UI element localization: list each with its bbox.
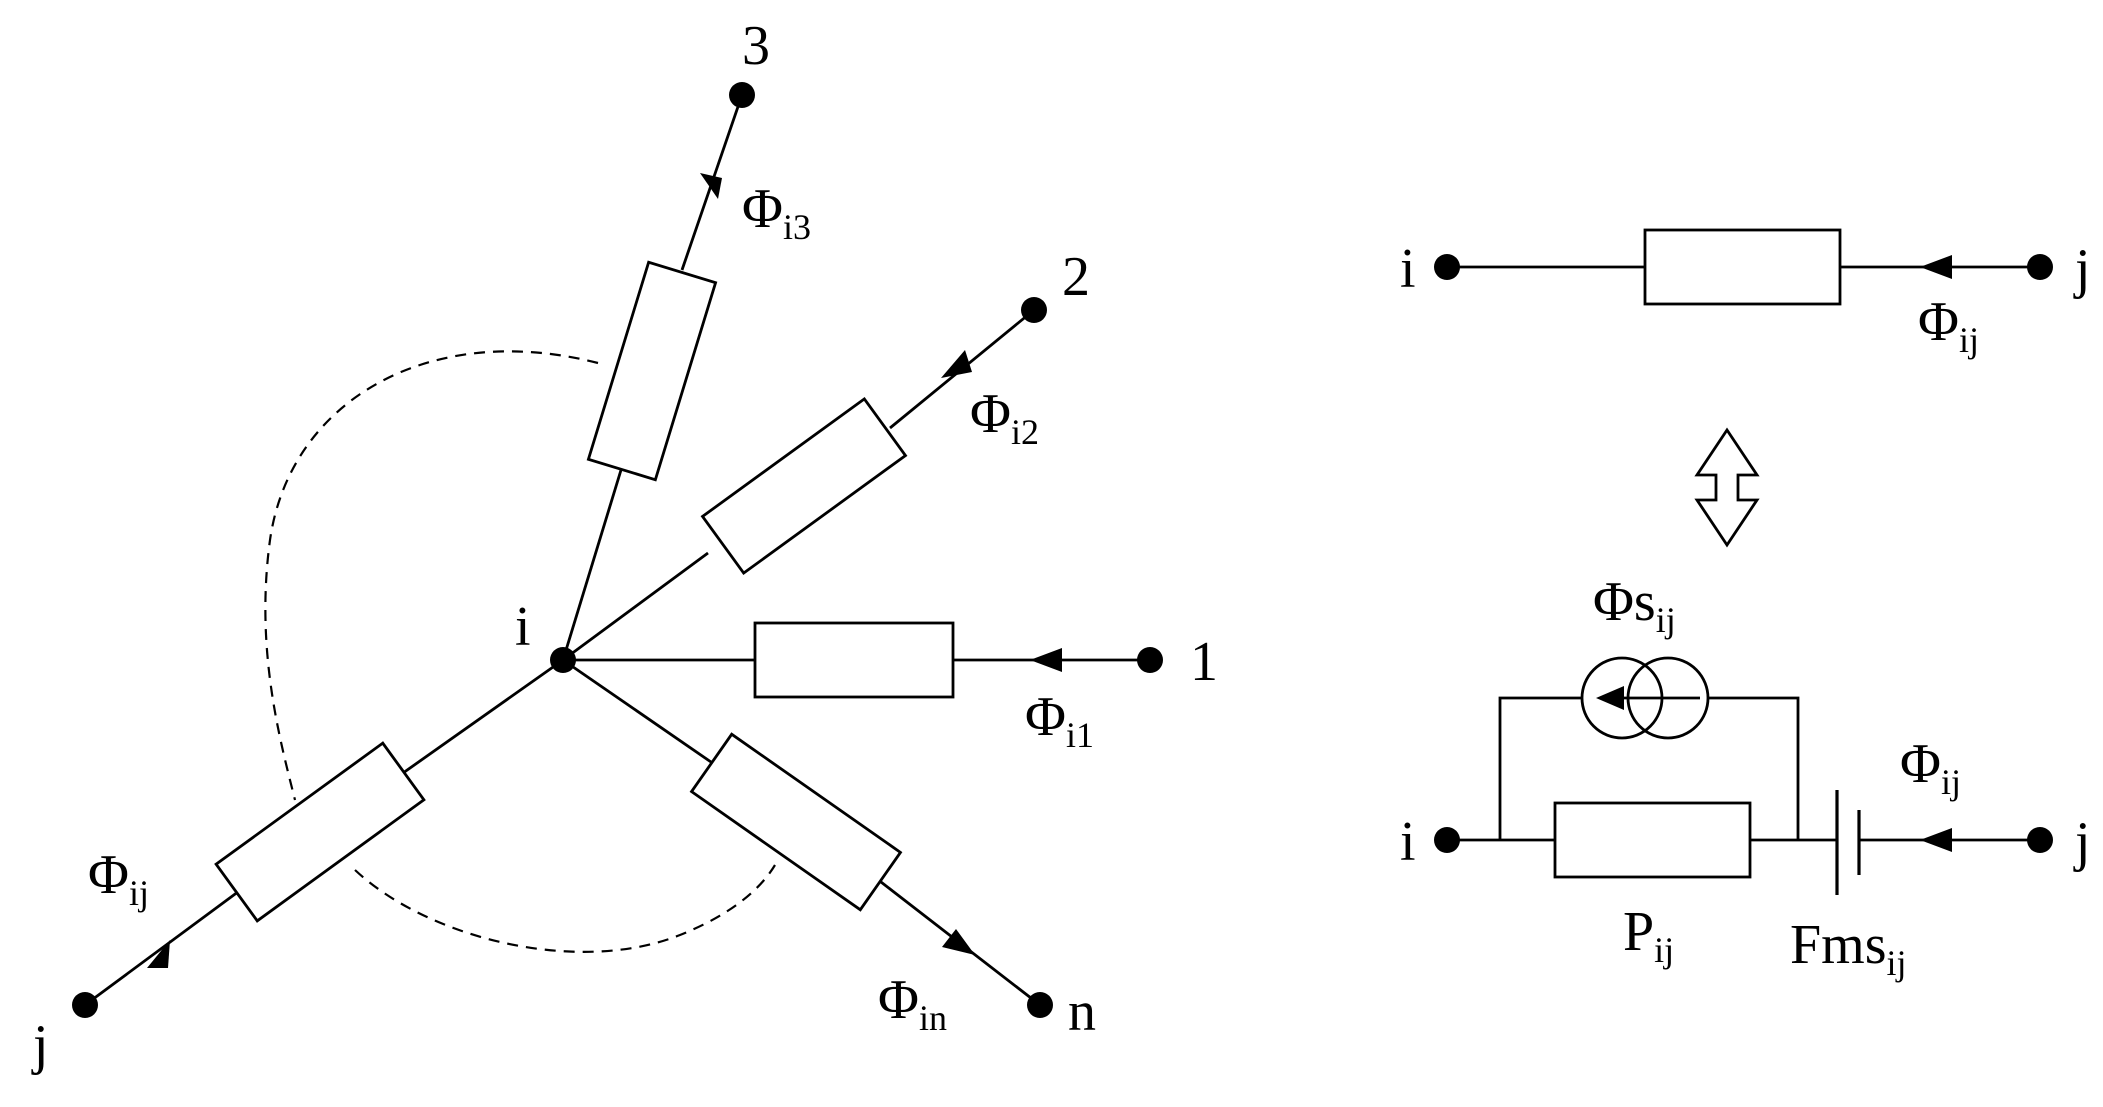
branch-2: 2 Φi2 bbox=[562, 246, 1090, 662]
branch-j-flux-arrow bbox=[147, 940, 170, 968]
branch-ij-resistor bbox=[1643, 228, 1842, 306]
branch-ij-node-j bbox=[2027, 254, 2053, 280]
equivalent-left-label: i bbox=[1400, 811, 1416, 873]
branch-3: 3 Φi3 bbox=[561, 15, 811, 661]
branch-1: 1 Φi1 bbox=[563, 621, 1218, 755]
branch-j-resistor bbox=[214, 741, 426, 923]
permeance-resistor bbox=[1553, 801, 1752, 879]
branch-n: n Φin bbox=[562, 658, 1096, 1043]
branch-ij: i j Φij bbox=[1400, 228, 2091, 360]
equivalent-flux-arrow bbox=[1920, 828, 1952, 852]
mmf-source-icon bbox=[1835, 790, 1861, 895]
flux-i1-label: Φi1 bbox=[1025, 686, 1094, 755]
equivalent-circuit: i j Φsij Φij Pij Fmsij bbox=[1400, 571, 2091, 983]
branch-ij-left-label: i bbox=[1400, 238, 1416, 300]
node-n bbox=[1027, 992, 1053, 1018]
flux-i2-label: Φi2 bbox=[970, 383, 1039, 452]
double-vertical-arrow-icon bbox=[1694, 427, 1760, 548]
flux-i3-label: Φi3 bbox=[742, 178, 811, 247]
branch-n-resistor bbox=[689, 732, 903, 912]
node-n-label: n bbox=[1068, 981, 1096, 1043]
flux-ij-label: Φij bbox=[88, 844, 149, 913]
branch-ij-flux-arrow bbox=[1920, 255, 1952, 279]
node-2-label: 2 bbox=[1062, 246, 1090, 308]
node-i bbox=[550, 647, 576, 673]
node-3-label: 3 bbox=[742, 15, 770, 77]
node-2 bbox=[1021, 297, 1047, 323]
equivalent-node-i bbox=[1434, 827, 1460, 853]
star-network: 3 Φi3 2 Φi2 1 Φi1 bbox=[31, 15, 1218, 1076]
branch-1-flux-arrow bbox=[1030, 648, 1062, 672]
node-j-label: j bbox=[31, 1014, 49, 1076]
dashed-arc-lower bbox=[354, 864, 776, 953]
node-1-label: 1 bbox=[1190, 631, 1218, 693]
mmf-label: Fmsij bbox=[1790, 914, 1907, 983]
dashed-arc-upper bbox=[264, 350, 599, 801]
branch-n-flux-arrow bbox=[942, 929, 975, 955]
node-i-label: i bbox=[515, 596, 531, 658]
flux-source-label: Φsij bbox=[1593, 571, 1676, 640]
equivalent-right-label: j bbox=[2073, 811, 2091, 873]
branch-2-resistor bbox=[700, 396, 908, 576]
branch-3-resistor bbox=[586, 260, 718, 482]
node-3 bbox=[729, 82, 755, 108]
branch-2-flux-arrow bbox=[941, 350, 972, 378]
equivalent-flux-label: Φij bbox=[1900, 733, 1961, 802]
permeance-label: Pij bbox=[1623, 901, 1674, 970]
branch-3-flux-arrow bbox=[700, 173, 722, 199]
branch-ij-flux-label: Φij bbox=[1918, 291, 1979, 360]
flux-in-label: Φin bbox=[878, 969, 947, 1038]
flux-source-icon bbox=[1580, 656, 1710, 740]
branch-j: j Φij bbox=[31, 658, 564, 1076]
equivalent-node-j bbox=[2027, 827, 2053, 853]
branch-ij-right-label: j bbox=[2073, 238, 2091, 300]
branch-ij-node-i bbox=[1434, 254, 1460, 280]
node-1 bbox=[1137, 647, 1163, 673]
branch-1-resistor bbox=[753, 621, 955, 699]
node-j bbox=[72, 992, 98, 1018]
